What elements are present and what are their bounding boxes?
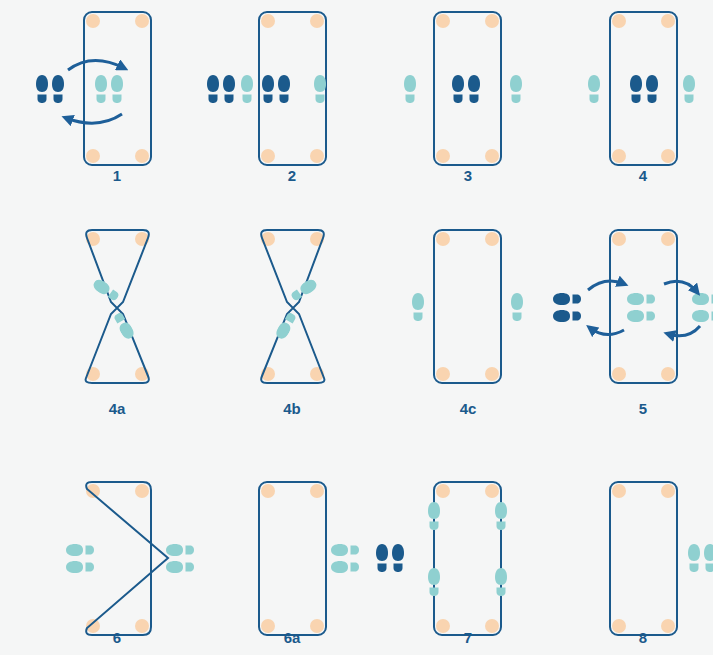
step-number: 4	[613, 167, 673, 185]
mat	[434, 482, 501, 635]
step-number: 5	[613, 400, 673, 418]
step-number: 2	[262, 167, 322, 185]
step-number: 1	[87, 167, 147, 185]
step-number: 4b	[262, 400, 322, 418]
mat	[610, 12, 677, 165]
twisted-mat	[86, 230, 149, 383]
mat-corners	[86, 484, 149, 633]
light-feet	[241, 75, 326, 103]
move-arrow	[66, 60, 124, 123]
step-number: 6	[87, 629, 147, 647]
light-feet	[331, 544, 359, 573]
step-number: 7	[438, 629, 498, 647]
mat	[259, 12, 326, 165]
mat	[434, 230, 501, 383]
dark-feet	[376, 544, 404, 572]
light-feet	[95, 75, 123, 103]
dark-feet	[36, 75, 64, 103]
light-feet	[66, 544, 194, 573]
step-number: 3	[438, 167, 498, 185]
light-feet	[274, 277, 319, 341]
mat	[610, 482, 677, 635]
mat	[434, 12, 501, 165]
step-number: 4c	[438, 400, 498, 418]
mat	[610, 230, 677, 383]
dark-feet	[553, 293, 581, 322]
move-arrow	[588, 281, 700, 336]
dark-feet	[630, 75, 658, 103]
step-number: 8	[613, 629, 673, 647]
light-feet	[91, 277, 136, 341]
mat	[84, 12, 151, 165]
light-feet	[412, 293, 523, 321]
light-feet	[588, 75, 695, 103]
folded-mat	[86, 482, 168, 635]
light-feet	[688, 544, 713, 572]
light-feet	[404, 75, 522, 103]
step-number: 4a	[87, 400, 147, 418]
dark-feet	[452, 75, 480, 103]
step-number: 6a	[262, 629, 322, 647]
mat	[259, 482, 326, 635]
twisted-mat	[261, 230, 324, 383]
light-feet	[627, 293, 713, 322]
light-feet	[428, 502, 507, 596]
dark-feet	[207, 75, 290, 103]
